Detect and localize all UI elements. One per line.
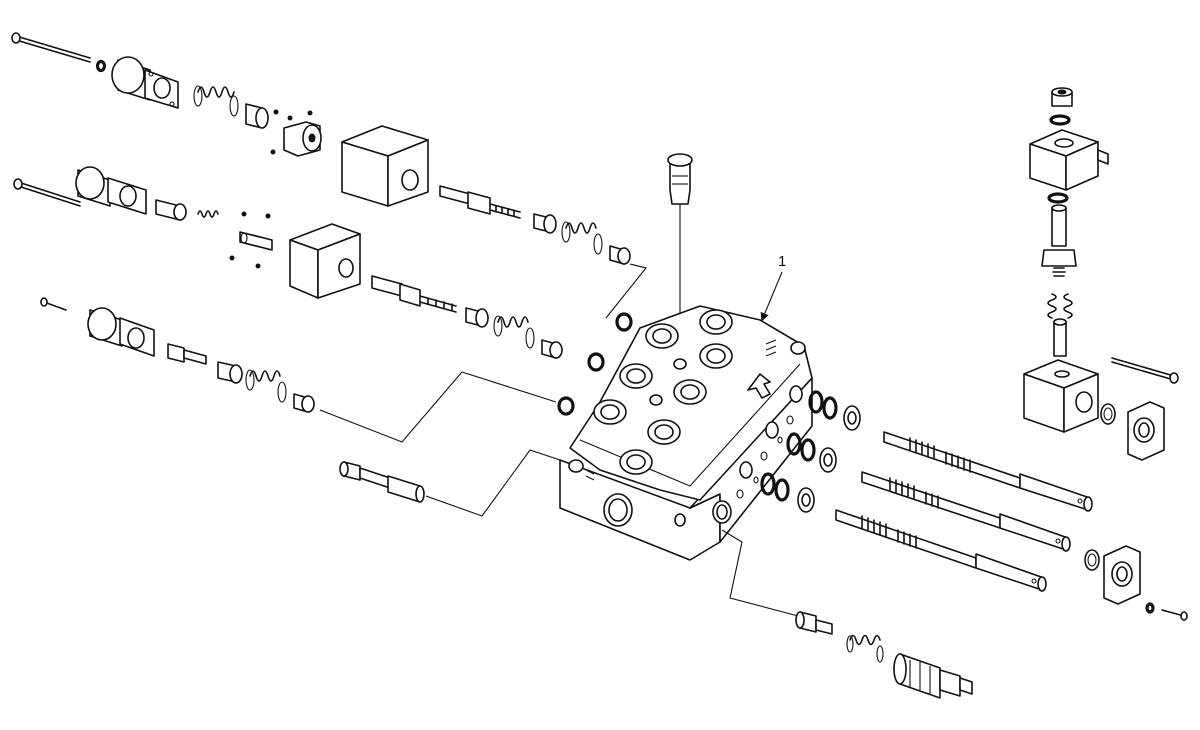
leader-line-lower-left [425,449,561,517]
leader-line-bottom [721,529,799,617]
bushing-third [217,361,243,384]
spring-top-2 [561,221,603,255]
o-ring-right-1 [1049,114,1071,126]
o-ring-second [587,352,605,372]
bushing-top [533,213,557,234]
long-bolt-top [11,32,91,63]
solenoid-block-top [341,125,429,207]
coil-right [1029,129,1109,191]
end-cover-third [87,307,155,357]
spool-pin-second [371,275,457,313]
solenoid-block-second [289,223,361,299]
short-bolt-third [40,297,67,311]
ball-6 [265,213,271,219]
cartridge-bottom [893,653,973,699]
right-solenoid-assembly [1023,87,1179,461]
spool-1 [883,431,1093,512]
piston-third [167,343,207,365]
valve-housing-right [1023,359,1099,433]
spool-3 [835,509,1047,592]
seal-right [1100,403,1116,425]
bottom-relief-valve [721,529,973,699]
plug-bottom [795,611,833,635]
flange-right [1127,401,1165,461]
cap-second [541,339,563,359]
long-bolt-second [13,178,81,207]
ball-5 [241,211,247,217]
spool-2 [861,471,1071,552]
end-cover-second [75,166,147,215]
spool-pin-top [439,185,521,219]
armature-tube-right [1041,204,1077,277]
spring-right [1047,293,1073,319]
spring-third [245,369,287,403]
o-ring-right-2 [1047,192,1069,204]
second-solenoid-group [13,166,605,372]
o-ring-top [615,312,633,332]
small-spring-second [197,210,219,218]
sleeve-second [155,199,187,221]
pin-right [1053,318,1067,357]
lower-right-flange-group [1084,545,1188,621]
end-cover-top [111,56,179,109]
callout-1: 1 [760,253,786,322]
nut-right [1051,87,1073,107]
right-seal-stack [760,390,861,513]
spring-second [493,315,535,349]
leader-line-third [319,371,557,443]
cap-third [293,393,315,413]
main-valve-body [559,305,813,561]
ball-3 [270,149,276,155]
ball-2 [287,115,293,121]
ball-1 [273,109,279,115]
long-bolt-right [1111,357,1179,384]
o-ring-third [557,396,575,416]
bushing-second [465,307,489,328]
sleeve-top [245,103,269,129]
pin-second [239,231,273,251]
cap-top [609,245,631,265]
ball-8 [255,263,261,269]
washer-top [95,59,107,73]
top-solenoid-group [11,32,647,332]
leader-line-top [605,263,647,319]
lower-left-spool [339,449,561,517]
spring-top-1 [193,85,239,117]
ball-4 [307,110,313,116]
plunger-top [283,121,322,157]
third-valve-group [40,297,575,443]
spring-bottom [846,634,884,663]
callout-number-1: 1 [778,253,786,270]
ball-7 [229,255,235,261]
